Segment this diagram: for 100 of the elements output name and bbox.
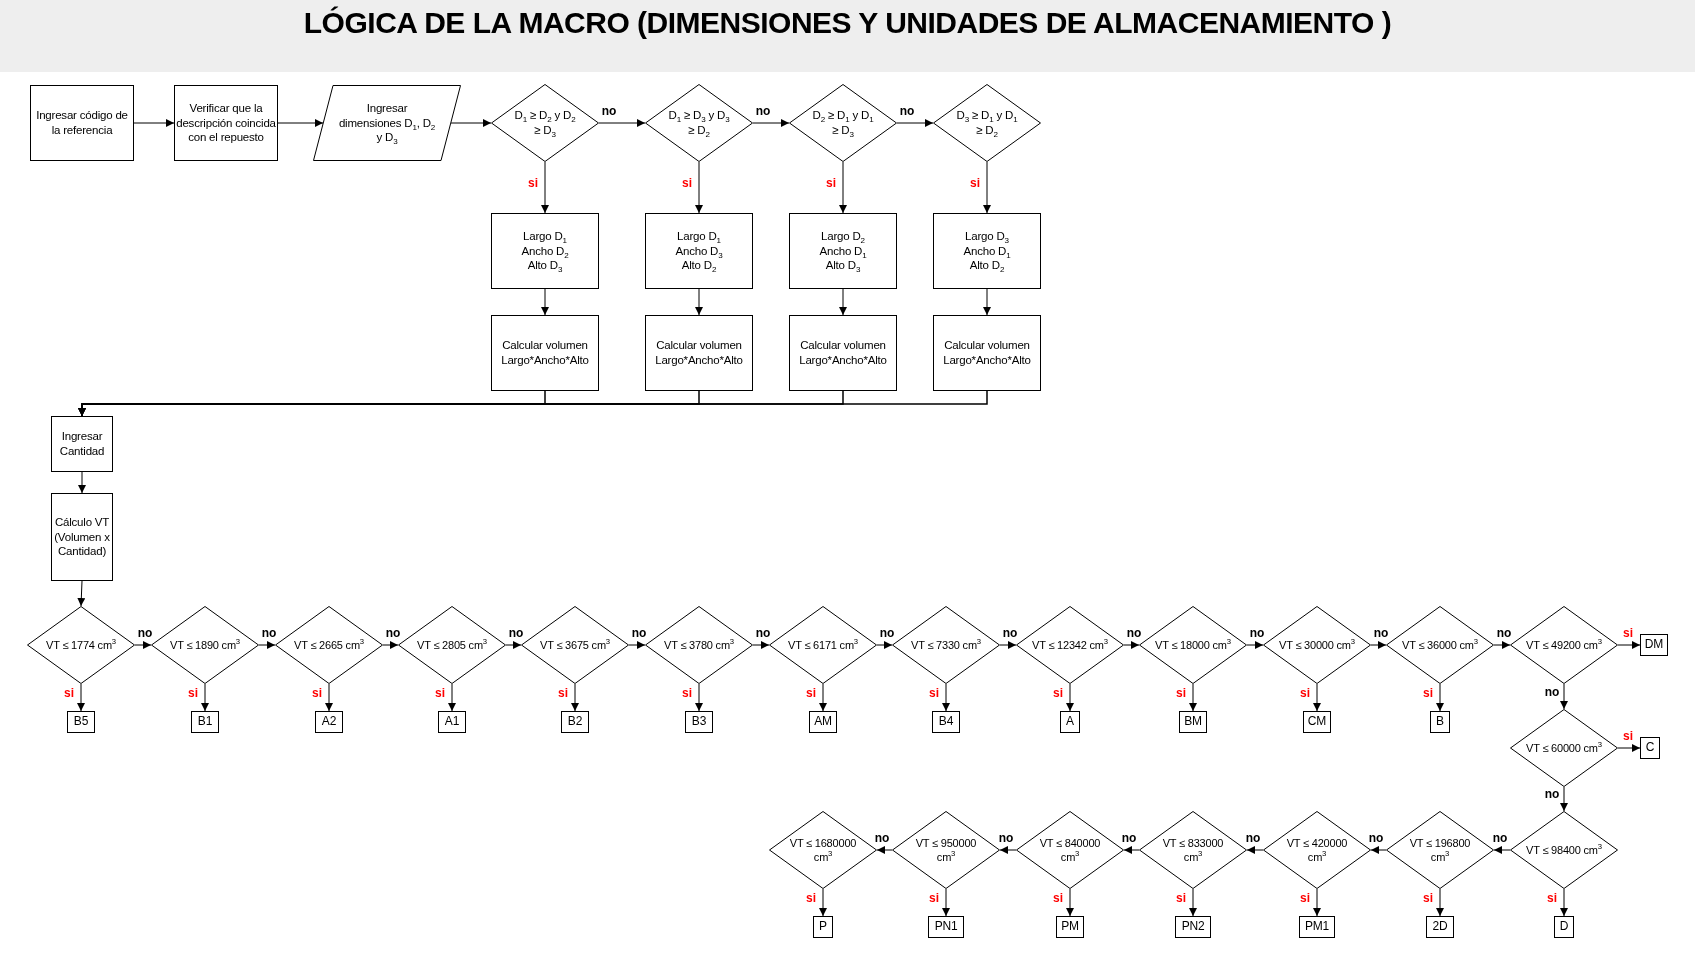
decision-diamond xyxy=(892,811,1000,889)
arrow xyxy=(1189,683,1197,712)
arrow xyxy=(1370,846,1387,854)
condition-text: D$_{1}$ ≥ D$_{2}$ y D$_{2}$ ≥ D$_{3}$ xyxy=(513,108,577,138)
decision-diamond xyxy=(1510,606,1618,684)
arrow xyxy=(258,641,276,649)
decision-diamond xyxy=(1510,709,1618,787)
decision-diamond xyxy=(1139,606,1247,684)
result-box xyxy=(1426,916,1454,938)
decision-diamond xyxy=(933,84,1041,162)
condition-text: VT ≤ 3780 cm$^{3}$ xyxy=(664,637,734,653)
arrow xyxy=(628,641,646,649)
result-box xyxy=(561,711,589,733)
condition-text: VT ≤ 18000 cm$^{3}$ xyxy=(1155,637,1231,653)
arrow xyxy=(277,119,324,127)
process-box xyxy=(30,85,134,161)
box-text: Alto D$_{2}$ xyxy=(681,258,717,274)
process-box xyxy=(491,213,599,289)
arrow xyxy=(1493,846,1511,854)
decision-diamond xyxy=(1263,606,1371,684)
decision-diamond xyxy=(1016,606,1124,684)
arrow xyxy=(1246,846,1264,854)
box-text: Ancho D$_{2}$ xyxy=(521,243,569,259)
decision-diamond xyxy=(398,606,506,684)
arrow xyxy=(999,641,1017,649)
decision-diamond xyxy=(769,811,877,889)
result-label: A2 xyxy=(321,714,337,730)
result-box xyxy=(1299,916,1335,938)
arrow xyxy=(695,683,703,712)
arrow xyxy=(839,288,847,316)
arrow xyxy=(541,161,549,214)
condition-text: VT ≤ 2665 cm$^{3}$ xyxy=(294,637,364,653)
arrow xyxy=(78,471,86,494)
arrow xyxy=(77,580,86,607)
result-label: A1 xyxy=(444,714,460,730)
decision-diamond xyxy=(521,606,629,684)
result-label: PN2 xyxy=(1181,919,1205,935)
result-label: D xyxy=(1559,919,1569,935)
arrow xyxy=(942,683,950,712)
process-box xyxy=(933,213,1041,289)
process-box xyxy=(174,85,278,161)
condition-text: D$_{2}$ ≥ D$_{1}$ y D$_{1}$ ≥ D$_{3}$ xyxy=(811,108,875,138)
arrow xyxy=(1436,683,1444,712)
arrow xyxy=(983,288,991,316)
arrow xyxy=(839,161,847,214)
result-label: B xyxy=(1436,714,1444,730)
decision-diamond xyxy=(1510,811,1618,889)
condition-text: VT ≤ 7330 cm$^{3}$ xyxy=(911,637,981,653)
box-text: Verificar que la descripción coincida con el repuesto xyxy=(176,100,276,146)
decision-diamond xyxy=(491,84,599,162)
box-text: Cálculo VT (Volumen x Cantidad) xyxy=(53,514,111,560)
result-box xyxy=(1056,916,1084,938)
box-text: Largo D$_{1}$ xyxy=(523,228,567,244)
box-text: Calcular volumen Largo*Ancho*Alto xyxy=(798,338,888,368)
condition-text: VT ≤ 420000 cm$^{3}$ xyxy=(1285,835,1349,865)
decision-diamond xyxy=(1386,811,1494,889)
result-box xyxy=(813,916,833,938)
condition-text: VT ≤ 60000 cm$^{3}$ xyxy=(1526,740,1602,756)
arrow xyxy=(896,119,934,127)
box-text: Ingresar código de la referencia xyxy=(35,108,129,138)
box-text: Alto D$_{3}$ xyxy=(527,258,563,274)
box-text: Alto D$_{2}$ xyxy=(969,258,1005,274)
arrow xyxy=(571,683,579,712)
arrow xyxy=(942,888,950,917)
result-label: B3 xyxy=(691,714,707,730)
result-box xyxy=(191,711,219,733)
condition-text: D$_{3}$ ≥ D$_{1}$ y D$_{1}$ ≥ D$_{2}$ xyxy=(955,108,1019,138)
condition-text: D$_{1}$ ≥ D$_{3}$ y D$_{3}$ ≥ D$_{2}$ xyxy=(667,108,731,138)
arrow xyxy=(1560,786,1568,812)
arrow xyxy=(1313,683,1321,712)
result-box xyxy=(928,916,964,938)
arrow xyxy=(1370,641,1387,649)
result-box xyxy=(1060,711,1080,733)
condition-text: VT ≤ 840000 cm$^{3}$ xyxy=(1038,835,1102,865)
arrow xyxy=(1617,641,1641,649)
result-label: B2 xyxy=(567,714,583,730)
result-label: BM xyxy=(1184,714,1202,730)
arrow xyxy=(1066,888,1074,917)
result-box xyxy=(1554,916,1574,938)
condition-text: VT ≤ 1774 cm$^{3}$ xyxy=(46,637,116,653)
condition-text: VT ≤ 36000 cm$^{3}$ xyxy=(1402,637,1478,653)
arrow xyxy=(752,119,790,127)
arrow xyxy=(78,390,988,417)
decision-diamond xyxy=(151,606,259,684)
arrow xyxy=(983,161,991,214)
box-text: Ancho D$_{1}$ xyxy=(819,243,867,259)
condition-text: VT ≤ 98400 cm$^{3}$ xyxy=(1526,842,1602,858)
decision-diamond xyxy=(645,84,753,162)
arrow xyxy=(325,683,333,712)
condition-text: VT ≤ 1680000 cm$^{3}$ xyxy=(788,835,858,865)
input-parallelogram xyxy=(313,85,461,161)
box-text: Largo D$_{1}$ xyxy=(677,228,721,244)
result-label: PN1 xyxy=(934,919,958,935)
arrow xyxy=(876,846,893,854)
arrow xyxy=(382,641,399,649)
result-label: PM1 xyxy=(1304,919,1330,935)
result-box xyxy=(315,711,343,733)
box-text: Calcular volumen Largo*Ancho*Alto xyxy=(500,338,590,368)
result-label: B1 xyxy=(197,714,213,730)
box-text: Alto D$_{3}$ xyxy=(825,258,861,274)
